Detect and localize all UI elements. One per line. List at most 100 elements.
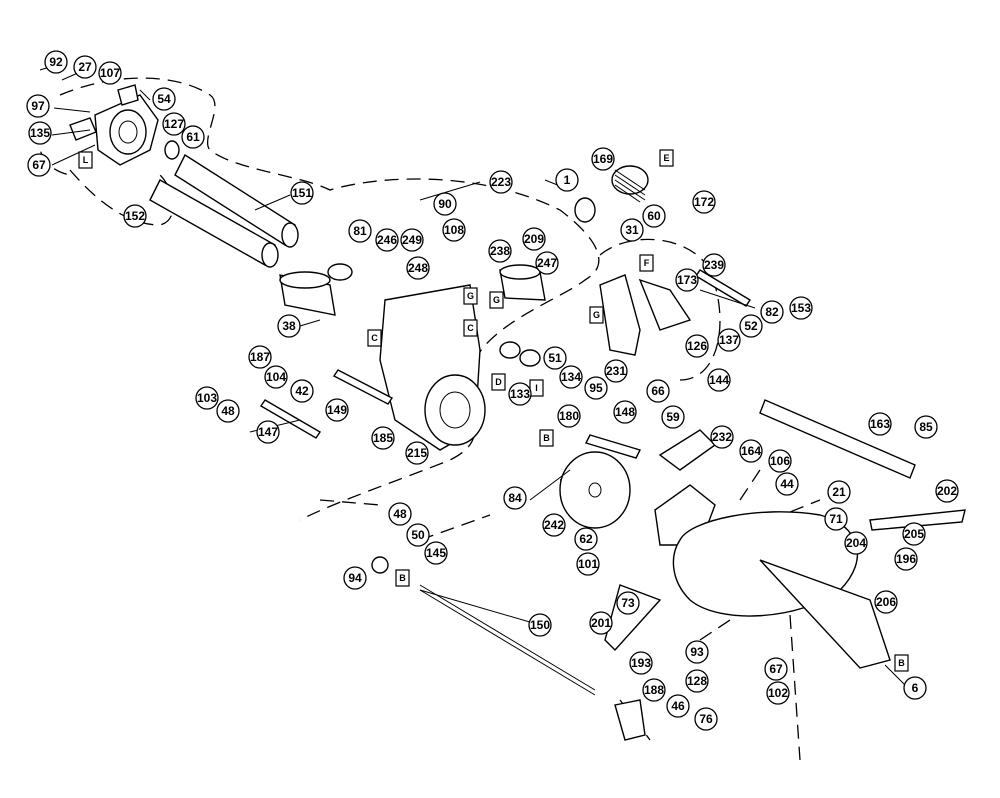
svg-text:92: 92: [49, 55, 63, 69]
callout-27: 27: [73, 55, 97, 79]
svg-text:209: 209: [524, 232, 544, 246]
svg-text:G: G: [593, 310, 600, 320]
svg-text:231: 231: [606, 364, 626, 378]
callout-1: 1: [555, 168, 579, 192]
reference-tag-G: G: [489, 291, 504, 309]
svg-text:21: 21: [832, 485, 846, 499]
callout-242: 242: [542, 513, 566, 537]
callout-61: 61: [181, 125, 205, 149]
callout-6: 6: [903, 676, 927, 700]
svg-text:147: 147: [258, 425, 278, 439]
reference-tag-C: C: [463, 319, 478, 337]
callout-147: 147: [256, 420, 280, 444]
svg-text:108: 108: [444, 223, 464, 237]
svg-text:204: 204: [846, 536, 866, 550]
reference-tag-G: G: [463, 287, 478, 305]
svg-text:27: 27: [78, 60, 92, 74]
svg-text:134: 134: [561, 370, 581, 384]
callout-90: 90: [433, 192, 457, 216]
svg-text:B: B: [543, 433, 550, 443]
svg-text:I: I: [535, 383, 538, 393]
svg-text:149: 149: [327, 403, 347, 417]
svg-text:67: 67: [769, 662, 783, 676]
callout-85: 85: [914, 415, 938, 439]
callout-103: 103: [195, 386, 219, 410]
callout-52: 52: [739, 314, 763, 338]
svg-text:62: 62: [579, 532, 593, 546]
callout-67: 67: [764, 657, 788, 681]
callout-152: 152: [123, 204, 147, 228]
svg-text:153: 153: [791, 301, 811, 315]
svg-text:84: 84: [508, 491, 522, 505]
callout-145: 145: [424, 541, 448, 565]
reference-tag-E: E: [659, 149, 674, 167]
svg-text:126: 126: [687, 339, 707, 353]
svg-text:163: 163: [870, 417, 890, 431]
callout-46: 46: [666, 694, 690, 718]
callout-196: 196: [894, 547, 918, 571]
svg-text:173: 173: [677, 273, 697, 287]
callout-144: 144: [707, 368, 731, 392]
svg-text:127: 127: [164, 117, 184, 131]
callout-133: 133: [508, 382, 532, 406]
svg-text:247: 247: [537, 256, 557, 270]
svg-text:94: 94: [348, 571, 362, 585]
svg-text:90: 90: [438, 197, 452, 211]
callout-62: 62: [574, 527, 598, 551]
callout-201: 201: [589, 611, 613, 635]
callout-180: 180: [557, 404, 581, 428]
callout-209: 209: [522, 227, 546, 251]
svg-text:103: 103: [197, 391, 217, 405]
svg-text:188: 188: [644, 683, 664, 697]
svg-text:B: B: [898, 658, 905, 668]
callout-97: 97: [26, 94, 50, 118]
callout-127: 127: [162, 112, 186, 136]
svg-text:187: 187: [250, 350, 270, 364]
callout-238: 238: [488, 239, 512, 263]
svg-text:107: 107: [100, 66, 120, 80]
svg-text:104: 104: [266, 370, 286, 384]
callout-172: 172: [692, 190, 716, 214]
callout-248: 248: [406, 256, 430, 280]
callout-31: 31: [620, 218, 644, 242]
svg-text:G: G: [467, 291, 474, 301]
svg-text:52: 52: [744, 319, 758, 333]
callout-249: 249: [400, 228, 424, 252]
callout-232: 232: [710, 425, 734, 449]
svg-text:38: 38: [282, 319, 296, 333]
callout-66: 66: [646, 379, 670, 403]
callout-169: 169: [591, 147, 615, 171]
svg-text:148: 148: [615, 405, 635, 419]
callout-44: 44: [775, 472, 799, 496]
svg-text:44: 44: [780, 477, 794, 491]
reference-tag-G: G: [589, 306, 604, 324]
svg-text:238: 238: [490, 244, 510, 258]
callout-231: 231: [604, 359, 628, 383]
svg-text:6: 6: [912, 681, 919, 695]
svg-text:46: 46: [671, 699, 685, 713]
callout-59: 59: [661, 405, 685, 429]
svg-text:F: F: [644, 258, 650, 268]
callout-54: 54: [152, 87, 176, 111]
svg-text:61: 61: [186, 130, 200, 144]
motor-housing: [260, 263, 546, 451]
reference-tag-B: B: [539, 429, 554, 447]
svg-text:201: 201: [591, 616, 611, 630]
callout-76: 76: [694, 707, 718, 731]
svg-text:246: 246: [377, 233, 397, 247]
callout-188: 188: [642, 678, 666, 702]
callout-185: 185: [371, 426, 395, 450]
callout-135: 135: [28, 121, 52, 145]
callout-60: 60: [642, 204, 666, 228]
svg-text:145: 145: [426, 546, 446, 560]
callout-84: 84: [503, 486, 527, 510]
svg-text:67: 67: [32, 158, 46, 172]
svg-text:223: 223: [491, 175, 511, 189]
callout-247: 247: [535, 251, 559, 275]
callout-134: 134: [559, 365, 583, 389]
callout-173: 173: [675, 268, 699, 292]
callout-67: 67: [27, 153, 51, 177]
reference-tag-L: L: [78, 151, 93, 169]
svg-text:150: 150: [530, 618, 550, 632]
svg-text:50: 50: [411, 528, 425, 542]
